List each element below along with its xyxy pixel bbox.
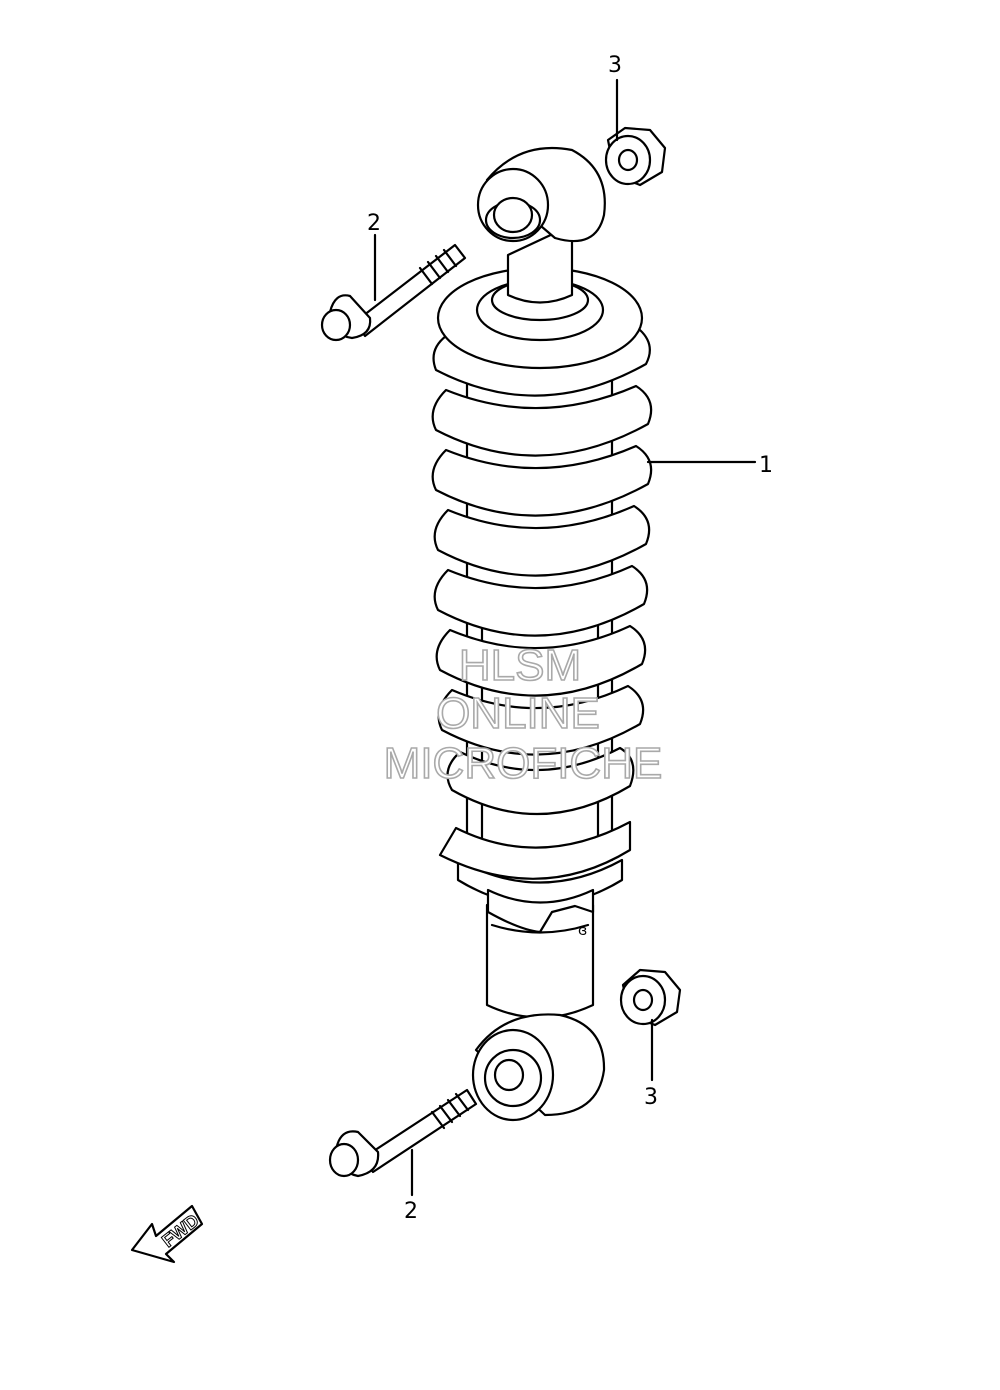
leader-lines — [373, 78, 757, 1197]
upper-mount-eye — [476, 146, 606, 304]
nut-upper — [604, 126, 667, 187]
nut-lower — [619, 968, 682, 1027]
lower-mount-eye — [471, 1013, 606, 1122]
callout-shock-absorber: 1 — [759, 453, 773, 478]
bolt-lower — [328, 1088, 478, 1178]
watermark-line-2: ONLINE — [436, 689, 600, 738]
rear-shock-absorber: ɞ — [431, 146, 653, 1122]
svg-text:ɞ: ɞ — [578, 923, 587, 939]
callout-bolt-upper: 2 — [367, 211, 381, 236]
callout-nut-upper: 3 — [608, 53, 622, 78]
forward-arrow-icon: FWD — [130, 1204, 203, 1264]
watermark: HLSM ONLINE MICROFICHE — [383, 640, 663, 789]
watermark-line-1: HLSM — [459, 641, 581, 690]
coil-spring — [431, 328, 653, 880]
callout-nut-lower: 3 — [644, 1085, 658, 1110]
watermark-line-3: MICROFICHE — [384, 739, 663, 788]
lower-spring-seat: ɞ — [456, 858, 624, 939]
bolt-upper — [320, 243, 467, 342]
callout-bolt-lower: 2 — [404, 1199, 418, 1224]
